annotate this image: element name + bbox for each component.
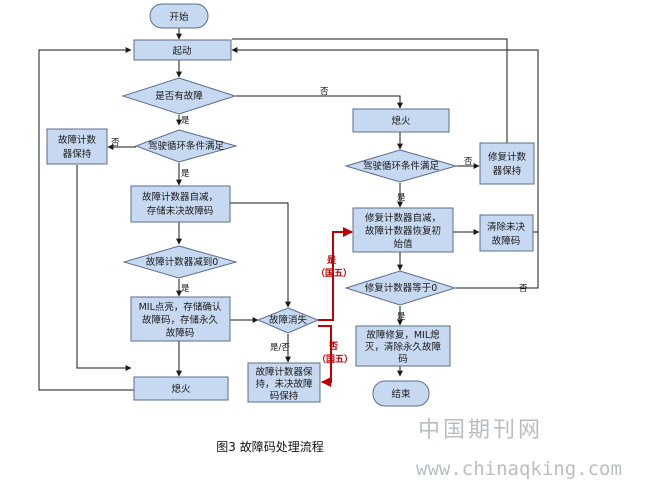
flameout-box-left: 熄火 xyxy=(133,376,229,401)
svg-text:修复计数: 修复计数 xyxy=(488,151,527,163)
fault-exists-decision: 是否有故障 xyxy=(121,77,237,115)
svg-text:故障码: 故障码 xyxy=(166,327,195,339)
svg-text:灭，清除永久故障: 灭，清除永久故障 xyxy=(365,341,442,353)
edge-yes-fault: 是 xyxy=(181,116,190,126)
red-edge-yes: 是 xyxy=(326,255,337,266)
svg-text:码: 码 xyxy=(398,354,408,365)
svg-text:修复计数器等于0: 修复计数器等于0 xyxy=(365,282,438,294)
counter-zero-decision: 故障计数器减到0 xyxy=(122,245,238,279)
svg-text:修复计数器自减，: 修复计数器自减， xyxy=(365,212,441,224)
svg-text:码保持: 码保持 xyxy=(270,390,299,402)
edge-yes-repair-zero: 是 xyxy=(397,312,406,322)
red-edge-no: 否 xyxy=(328,341,338,352)
connectors xyxy=(38,28,539,391)
svg-text:故障计数器恢复初: 故障计数器恢复初 xyxy=(365,225,441,237)
red-edge-guo5-b: （国五） xyxy=(317,354,353,365)
svg-text:清除未决: 清除未决 xyxy=(487,221,526,233)
fault-repaired-box: 故障修复，MIL熄 灭，清除永久故障 码 xyxy=(355,325,451,367)
svg-text:故障计数: 故障计数 xyxy=(58,134,97,146)
edge-no-cycle-right: 否 xyxy=(464,157,473,167)
edge-no-fault: 否 xyxy=(320,87,329,97)
svg-text:起动: 起动 xyxy=(172,46,191,57)
start-node: 开始 xyxy=(149,3,209,29)
counter-hold-box: 故障计数器保 持，未决故障 码保持 xyxy=(247,362,321,403)
edge-labels: 是 否 否 是 是 是/否 否 是 否 是 是 （国五） 否 （国五） xyxy=(111,87,528,365)
svg-text:驾驶循环条件满足: 驾驶循环条件满足 xyxy=(363,160,440,172)
drive-cycle-decision-right: 驾驶循环条件满足 xyxy=(344,149,458,183)
red-connectors xyxy=(318,227,353,387)
svg-text:驾驶循环条件满足: 驾驶循环条件满足 xyxy=(148,140,225,152)
svg-text:故障码: 故障码 xyxy=(492,235,521,247)
svg-text:故障码，存储永久: 故障码，存储永久 xyxy=(142,314,219,326)
edge-yes-counter-zero: 是 xyxy=(181,284,190,294)
flameout-box-right: 熄火 xyxy=(352,108,450,133)
edge-no-cycle-left: 否 xyxy=(111,138,120,148)
svg-text:器保持: 器保持 xyxy=(63,148,92,160)
ignite-box: 起动 xyxy=(133,39,232,61)
red-edge-guo5-a: （国五） xyxy=(316,268,352,279)
clear-pending-box: 清除未决 故障码 xyxy=(479,214,534,252)
drive-cycle-decision-left: 驾驶循环条件满足 xyxy=(134,129,238,163)
svg-text:结束: 结束 xyxy=(391,388,411,400)
svg-text:故障计数器减到0: 故障计数器减到0 xyxy=(146,256,219,268)
watermark-url: www.chinaqking.com xyxy=(416,458,622,480)
edge-yes-cycle-left: 是 xyxy=(181,169,190,179)
repair-counter-decrement-box: 修复计数器自减， 故障计数器恢复初 始值 xyxy=(352,207,454,253)
svg-text:开始: 开始 xyxy=(169,11,189,23)
fault-gone-decision: 故障消失 xyxy=(256,307,320,334)
svg-text:故障计数器保: 故障计数器保 xyxy=(255,366,313,378)
watermark-name: 中国期刊网 xyxy=(418,418,544,443)
edge-yes-no-fault-gone: 是/否 xyxy=(270,343,290,353)
svg-text:故障修复，MIL熄: 故障修复，MIL熄 xyxy=(366,329,440,341)
figure-caption: 图3 故障码处理流程 xyxy=(216,440,324,454)
fault-counter-keep-box: 故障计数 器保持 xyxy=(46,128,108,165)
svg-text:熄火: 熄火 xyxy=(171,383,191,395)
repair-counter-keep-box: 修复计数 器保持 xyxy=(479,142,535,185)
svg-text:故障计数器自减，: 故障计数器自减， xyxy=(142,191,218,203)
mil-on-box: MIL点亮，存储确认 故障码，存储永久 故障码 xyxy=(130,296,231,342)
fault-counter-decrement-box: 故障计数器自减， 存储未决故障码 xyxy=(130,185,231,223)
edge-yes-cycle-right: 是 xyxy=(397,193,406,203)
svg-text:始值: 始值 xyxy=(393,238,413,250)
svg-text:持，未决故障: 持，未决故障 xyxy=(255,378,313,390)
repair-counter-zero-decision: 修复计数器等于0 xyxy=(344,270,457,306)
svg-text:是否有故障: 是否有故障 xyxy=(155,90,203,102)
svg-text:故障消失: 故障消失 xyxy=(269,314,308,326)
edge-no-repair-zero: 否 xyxy=(519,284,528,294)
svg-text:MIL点亮，存储确认: MIL点亮，存储确认 xyxy=(139,301,222,313)
svg-text:熄火: 熄火 xyxy=(391,115,411,127)
end-node: 结束 xyxy=(372,380,430,407)
svg-text:存储未决故障码: 存储未决故障码 xyxy=(147,205,214,217)
svg-text:器保持: 器保持 xyxy=(493,165,522,177)
